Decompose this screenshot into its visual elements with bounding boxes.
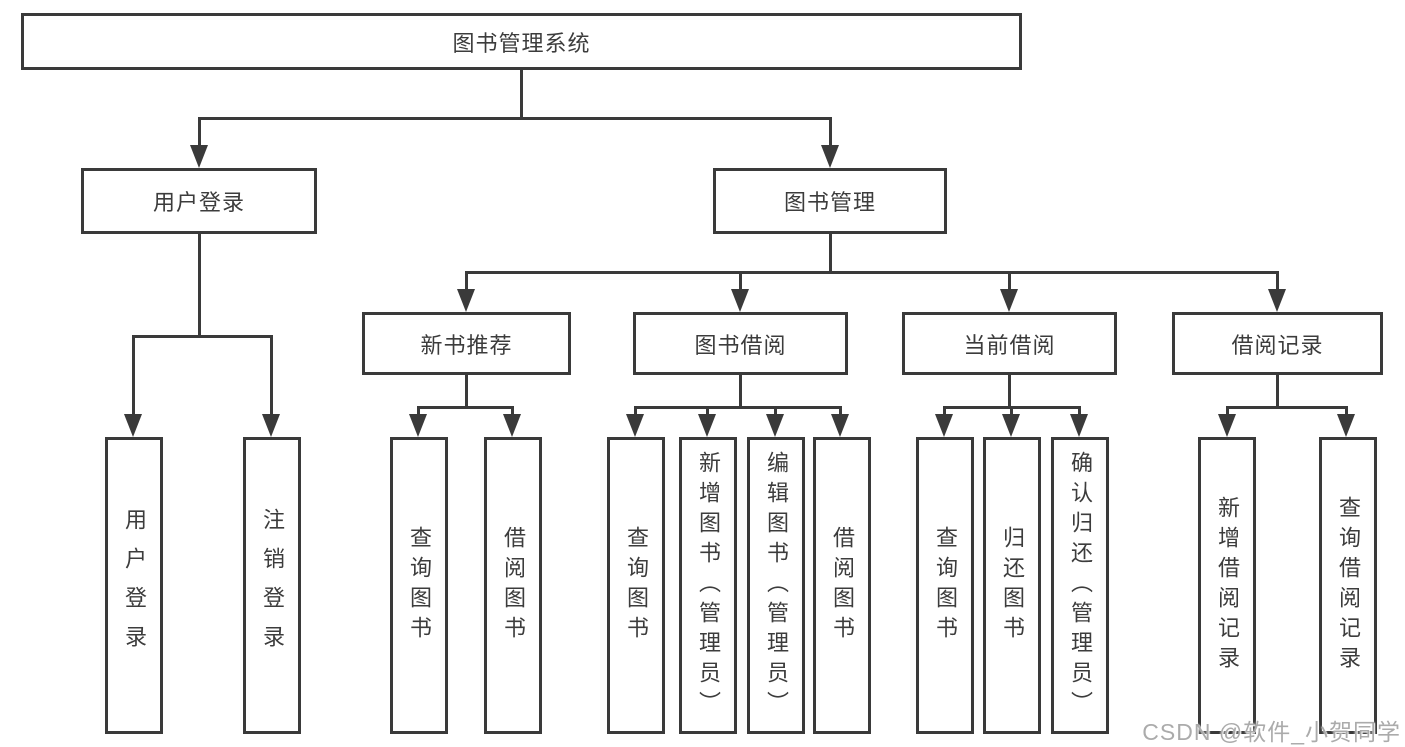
leaf-newbook-query: 查询图书 xyxy=(390,437,448,734)
connector xyxy=(1226,406,1348,409)
connector xyxy=(465,271,1279,274)
connector xyxy=(132,335,135,417)
node-book-borrowing: 图书借阅 xyxy=(633,312,848,375)
connector xyxy=(739,375,742,409)
connector xyxy=(465,375,468,409)
connector xyxy=(417,406,420,418)
leaf-borrowing-query-label: 查询图书 xyxy=(624,525,649,646)
connector xyxy=(829,234,832,274)
node-book-management-label: 图书管理 xyxy=(783,190,876,215)
arrowhead-down xyxy=(1268,289,1286,312)
leaf-borrowing-edit-label: 编辑图书（管理员） xyxy=(764,450,789,721)
arrowhead-down xyxy=(457,289,475,312)
arrowhead-down xyxy=(1002,414,1020,437)
connector xyxy=(270,335,273,417)
arrowhead-down xyxy=(1000,289,1018,312)
connector xyxy=(774,406,777,418)
node-root: 图书管理系统 xyxy=(21,13,1022,70)
leaf-record-query: 查询借阅记录 xyxy=(1319,437,1377,734)
leaf-current-query-label: 查询图书 xyxy=(933,525,958,646)
leaf-record-query-label: 查询借阅记录 xyxy=(1336,495,1361,676)
leaf-current-confirm-return-label: 确认归还（管理员） xyxy=(1068,450,1093,721)
node-current-borrowing: 当前借阅 xyxy=(902,312,1117,375)
connector xyxy=(132,335,273,338)
arrowhead-down xyxy=(1218,414,1236,437)
connector xyxy=(1276,375,1279,409)
leaf-borrowing-borrow-label: 借阅图书 xyxy=(830,525,855,646)
arrowhead-down xyxy=(731,289,749,312)
connector xyxy=(634,406,842,409)
leaf-current-query: 查询图书 xyxy=(916,437,974,734)
connector xyxy=(634,406,637,418)
leaf-borrowing-add-label: 新增图书（管理员） xyxy=(696,450,721,721)
leaf-newbook-borrow: 借阅图书 xyxy=(484,437,542,734)
arrowhead-down xyxy=(766,414,784,437)
node-book-borrowing-label: 图书借阅 xyxy=(694,332,787,358)
arrowhead-down xyxy=(821,145,839,168)
leaf-borrowing-query: 查询图书 xyxy=(607,437,665,734)
node-book-management: 图书管理 xyxy=(713,168,947,234)
connector xyxy=(198,234,201,338)
connector xyxy=(1008,271,1011,293)
connector xyxy=(417,406,514,409)
connector xyxy=(829,117,832,149)
leaf-borrowing-edit: 编辑图书（管理员） xyxy=(747,437,805,734)
arrowhead-down xyxy=(124,414,142,437)
leaf-user-login: 用户登录 xyxy=(105,437,163,734)
leaf-borrowing-borrow: 借阅图书 xyxy=(813,437,871,734)
leaf-record-add-label: 新增借阅记录 xyxy=(1215,495,1240,676)
leaf-user-login-label: 用户登录 xyxy=(122,507,147,664)
arrowhead-down xyxy=(831,414,849,437)
node-new-book-recommend-label: 新书推荐 xyxy=(420,332,513,358)
arrowhead-down xyxy=(262,414,280,437)
leaf-record-add: 新增借阅记录 xyxy=(1198,437,1256,734)
arrowhead-down xyxy=(409,414,427,437)
node-user-login: 用户登录 xyxy=(81,168,317,234)
arrowhead-down xyxy=(935,414,953,437)
connector xyxy=(839,406,842,418)
arrowhead-down xyxy=(190,145,208,168)
leaf-newbook-borrow-label: 借阅图书 xyxy=(501,525,526,646)
node-new-book-recommend: 新书推荐 xyxy=(362,312,571,375)
connector xyxy=(198,117,201,149)
arrowhead-down xyxy=(1337,414,1355,437)
leaf-logout: 注销登录 xyxy=(243,437,301,734)
arrowhead-down xyxy=(503,414,521,437)
node-user-login-label: 用户登录 xyxy=(152,190,245,215)
leaf-current-return-label: 归还图书 xyxy=(1000,525,1025,646)
connector xyxy=(1226,406,1229,418)
leaf-newbook-query-label: 查询图书 xyxy=(407,525,432,646)
connector xyxy=(520,69,523,119)
leaf-current-confirm-return: 确认归还（管理员） xyxy=(1051,437,1109,734)
node-borrowing-records: 借阅记录 xyxy=(1172,312,1383,375)
node-borrowing-records-label: 借阅记录 xyxy=(1231,332,1324,358)
connector xyxy=(1276,271,1279,293)
connector xyxy=(706,406,709,418)
csdn-watermark: CSDN @软件_小贺同学 xyxy=(1142,719,1401,745)
connector xyxy=(1078,406,1081,418)
arrowhead-down xyxy=(698,414,716,437)
arrowhead-down xyxy=(626,414,644,437)
connector xyxy=(511,406,514,418)
arrowhead-down xyxy=(1070,414,1088,437)
leaf-current-return: 归还图书 xyxy=(983,437,1041,734)
connector xyxy=(465,271,468,293)
node-current-borrowing-label: 当前借阅 xyxy=(963,332,1056,358)
connector xyxy=(1345,406,1348,418)
node-root-label: 图书管理系统 xyxy=(452,30,591,56)
connector xyxy=(1010,406,1013,418)
connector xyxy=(1008,375,1011,409)
leaf-borrowing-add: 新增图书（管理员） xyxy=(679,437,737,734)
leaf-logout-label: 注销登录 xyxy=(260,507,285,664)
connector xyxy=(198,117,832,120)
connector xyxy=(739,271,742,293)
connector xyxy=(943,406,946,418)
